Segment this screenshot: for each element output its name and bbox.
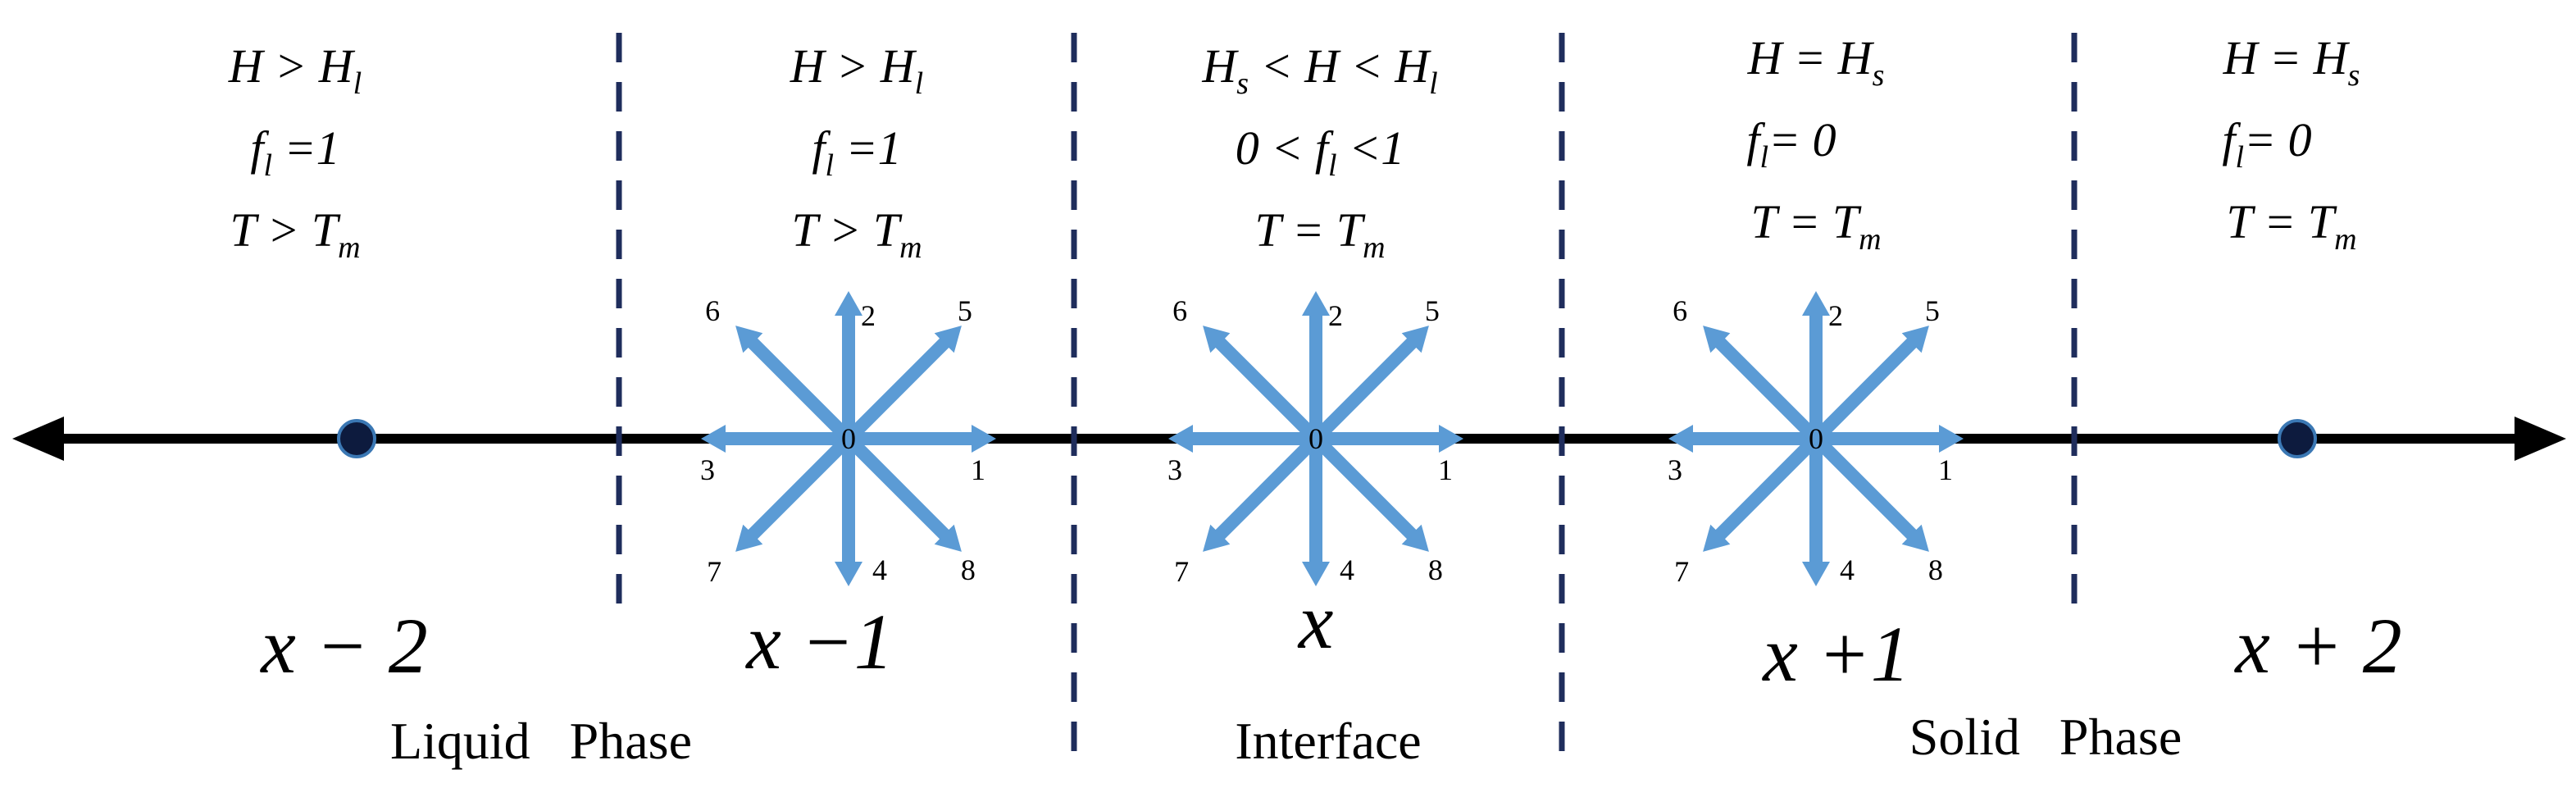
direction-label-1: 1 (1938, 453, 1953, 486)
velocity-star-x+1: 1 2 3 4 5 6 7 8 0 (1668, 291, 1964, 588)
enthalpy-condition: H > Hl (228, 39, 362, 101)
axis-left-arrowhead (12, 417, 64, 461)
velocity-arrow-5 (844, 326, 962, 444)
lattice-node-x-2 (337, 419, 376, 458)
direction-label-4: 4 (872, 553, 887, 586)
direction-label-1: 1 (1438, 453, 1453, 486)
liquid-fraction-condition: fl= 0 (1746, 113, 1836, 175)
direction-label-3: 3 (700, 453, 715, 486)
direction-label-3: 3 (1668, 453, 1682, 486)
cell-label-x: x (1297, 577, 1334, 665)
phase-label-liquid: Liquid Phase (390, 712, 692, 770)
direction-label-5: 5 (958, 294, 972, 327)
velocity-arrow-2 (1302, 291, 1330, 439)
direction-label-6: 6 (1673, 294, 1687, 327)
direction-label-2: 2 (1328, 299, 1343, 332)
direction-label-1: 1 (971, 453, 985, 486)
velocity-star-x: 1 2 3 4 5 6 7 8 0 (1167, 291, 1463, 588)
velocity-arrow-1 (1816, 425, 1964, 453)
direction-label-7: 7 (1674, 555, 1689, 588)
direction-label-5: 5 (1425, 294, 1440, 327)
phase-label-interface: Interface (1235, 712, 1421, 770)
velocity-arrow-1 (849, 425, 996, 453)
velocity-arrow-8 (1311, 434, 1429, 552)
cell-label-x+1: x +1 (1761, 610, 1909, 698)
velocity-arrow-3 (701, 425, 849, 453)
velocity-arrow-3 (1668, 425, 1816, 453)
direction-label-7: 7 (707, 555, 721, 588)
temperature-condition: T = Tm (2226, 195, 2356, 257)
direction-label-2: 2 (861, 299, 876, 332)
direction-label-3: 3 (1167, 453, 1182, 486)
velocity-arrow-2 (835, 291, 862, 439)
velocity-arrow-6 (1703, 326, 1821, 444)
velocity-arrow-7 (1703, 434, 1821, 552)
temperature-condition: T = Tm (1254, 203, 1385, 265)
velocity-arrow-6 (1203, 326, 1321, 444)
cell-label-x+2: x + 2 (2233, 602, 2401, 690)
liquid-fraction-condition: fl =1 (250, 121, 339, 183)
enthalpy-condition: H = Hs (1747, 31, 1885, 93)
velocity-star-x-1: 1 2 3 4 5 6 7 8 0 (700, 291, 996, 588)
velocity-arrow-4 (835, 439, 862, 586)
direction-label-6: 6 (705, 294, 720, 327)
liquid-fraction-condition: 0 < fl <1 (1236, 121, 1404, 183)
velocity-arrow-8 (1811, 434, 1929, 552)
velocity-arrow-5 (1811, 326, 1929, 444)
direction-label-6: 6 (1172, 294, 1187, 327)
velocity-arrow-2 (1802, 291, 1830, 439)
velocity-arrow-6 (735, 326, 853, 444)
velocity-arrow-7 (1203, 434, 1321, 552)
axis-right-arrowhead (2515, 417, 2566, 461)
velocity-arrow-5 (1311, 326, 1429, 444)
liquid-fraction-condition: fl= 0 (2222, 113, 2311, 175)
direction-label-2: 2 (1828, 299, 1843, 332)
temperature-condition: T = Tm (1750, 195, 1881, 257)
enthalpy-condition: Hs < H < Hl (1201, 39, 1437, 101)
velocity-arrow-8 (844, 434, 962, 552)
direction-label-4: 4 (1340, 553, 1354, 586)
direction-label-0: 0 (1308, 422, 1323, 455)
velocity-arrow-1 (1316, 425, 1463, 453)
direction-label-7: 7 (1174, 555, 1189, 588)
phase-label-solid: Solid Phase (1909, 708, 2182, 766)
condition-columns: H > Hl fl =1 T > Tm H > Hl fl =1 T > Tm … (228, 31, 2360, 265)
direction-label-4: 4 (1840, 553, 1855, 586)
velocity-arrow-3 (1168, 425, 1316, 453)
temperature-condition: T > Tm (230, 203, 360, 265)
velocity-arrow-7 (735, 434, 853, 552)
direction-label-8: 8 (961, 553, 976, 586)
cell-label-x-1: x −1 (744, 598, 893, 686)
direction-label-0: 0 (1809, 422, 1823, 455)
liquid-fraction-condition: fl =1 (812, 121, 901, 183)
enthalpy-condition: H > Hl (790, 39, 923, 101)
velocity-arrow-4 (1802, 439, 1830, 586)
direction-label-8: 8 (1428, 553, 1443, 586)
temperature-condition: T > Tm (791, 203, 922, 265)
lattice-node-x+2 (2278, 419, 2317, 458)
direction-label-0: 0 (841, 422, 856, 455)
direction-label-8: 8 (1928, 553, 1943, 586)
velocity-arrow-4 (1302, 439, 1330, 586)
cell-label-x-2: x − 2 (259, 602, 427, 690)
direction-label-5: 5 (1925, 294, 1940, 327)
enthalpy-condition: H = Hs (2223, 31, 2360, 93)
